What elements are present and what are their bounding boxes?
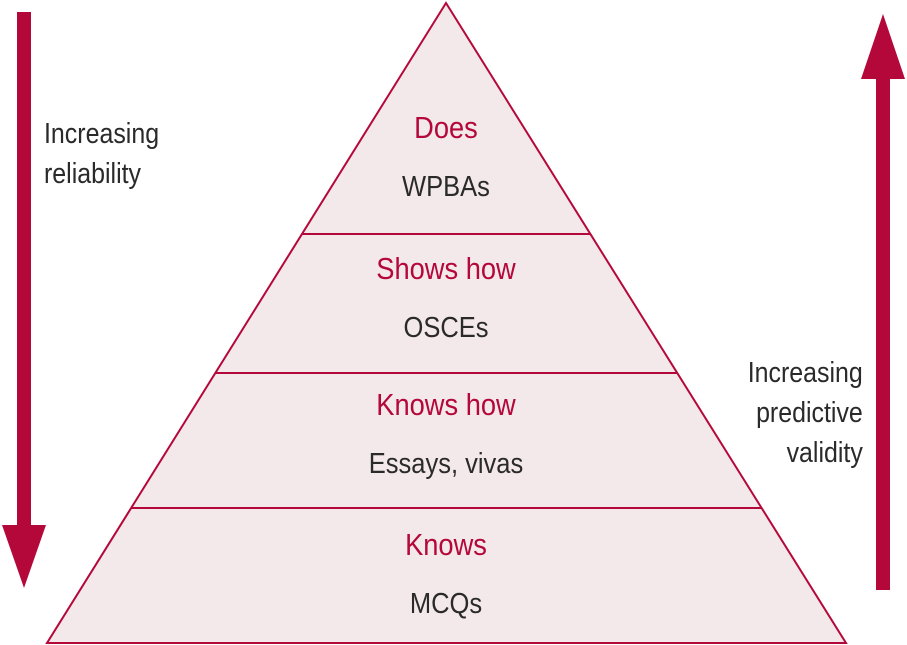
level-subtitle: MCQs xyxy=(410,586,482,619)
level-subtitle: WPBAs xyxy=(402,169,490,202)
validity-arrow-shaft xyxy=(876,72,890,590)
reliability-arrow xyxy=(2,12,46,588)
reliability-arrow-shaft xyxy=(17,12,31,532)
validity-arrow-head xyxy=(861,14,905,79)
pyramid-level-does: Does WPBAs xyxy=(402,111,490,202)
pyramid-level-knows: Knows MCQs xyxy=(405,528,487,619)
pyramid: Does WPBAs Shows how OSCEs Knows how Ess… xyxy=(45,1,848,644)
level-subtitle: Essays, vivas xyxy=(369,446,523,479)
validity-arrow xyxy=(861,14,905,590)
pyramid-outline xyxy=(45,1,848,644)
level-title: Knows xyxy=(405,528,487,562)
level-title: Shows how xyxy=(376,252,516,286)
validity-label-line: predictive xyxy=(756,397,863,429)
pyramid-level-shows-how: Shows how OSCEs xyxy=(376,252,516,343)
level-title: Knows how xyxy=(376,388,516,422)
validity-label-line: validity xyxy=(786,437,863,469)
reliability-label-line: Increasing xyxy=(44,118,160,150)
level-title: Does xyxy=(414,111,478,145)
reliability-label-line: reliability xyxy=(44,158,142,190)
validity-label: Increasing predictive validity xyxy=(748,353,863,473)
validity-label-line: Increasing xyxy=(747,357,863,389)
pyramid-level-knows-how: Knows how Essays, vivas xyxy=(369,388,523,479)
reliability-label: Increasing reliability xyxy=(44,114,159,194)
level-subtitle: OSCEs xyxy=(403,310,488,343)
reliability-arrow-head xyxy=(2,525,46,588)
